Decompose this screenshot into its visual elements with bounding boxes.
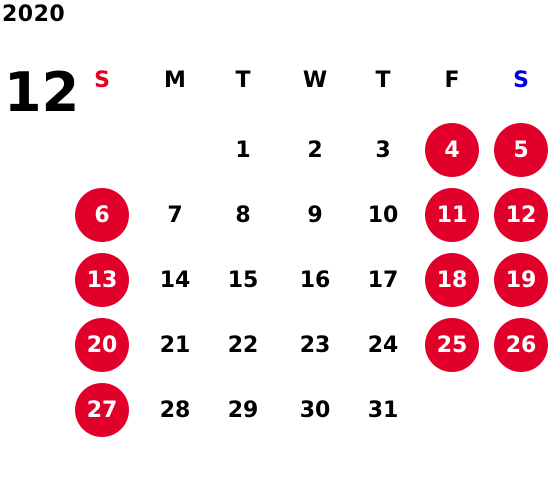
day-cell: 23 (299, 332, 331, 358)
day-cell: 2 (307, 137, 323, 163)
day-cell: 22 (227, 332, 259, 358)
weekday-header: F (444, 67, 460, 93)
month-number: 12 (4, 61, 80, 124)
day-cell: 24 (367, 332, 399, 358)
day-cell: 29 (227, 397, 259, 423)
day-cell: 15 (227, 267, 259, 293)
day-cell: 30 (299, 397, 331, 423)
day-cell: 31 (367, 397, 399, 423)
day-cell: 8 (235, 202, 251, 228)
holiday-day-cell: 13 (75, 253, 129, 307)
day-cell: 10 (367, 202, 399, 228)
day-cell: 7 (167, 202, 183, 228)
holiday-day-cell: 4 (425, 123, 479, 177)
day-cell: 17 (367, 267, 399, 293)
holiday-day-cell: 27 (75, 383, 129, 437)
day-cell: 9 (307, 202, 323, 228)
holiday-day-cell: 6 (75, 188, 129, 242)
weekday-header: W (302, 67, 328, 93)
holiday-day-cell: 12 (494, 188, 548, 242)
day-cell: 28 (159, 397, 191, 423)
day-cell: 21 (159, 332, 191, 358)
day-cell: 3 (375, 137, 391, 163)
holiday-day-cell: 19 (494, 253, 548, 307)
holiday-day-cell: 20 (75, 318, 129, 372)
holiday-day-cell: 5 (494, 123, 548, 177)
day-cell: 14 (159, 267, 191, 293)
holiday-day-cell: 26 (494, 318, 548, 372)
day-cell: 1 (235, 137, 251, 163)
year-label: 2020 (2, 2, 66, 27)
day-cell: 16 (299, 267, 331, 293)
holiday-day-cell: 11 (425, 188, 479, 242)
weekday-header: S (94, 67, 110, 93)
weekday-header: T (235, 67, 251, 93)
holiday-day-cell: 18 (425, 253, 479, 307)
weekday-header: T (375, 67, 391, 93)
weekday-header: M (164, 67, 186, 93)
holiday-day-cell: 25 (425, 318, 479, 372)
weekday-header: S (513, 67, 529, 93)
